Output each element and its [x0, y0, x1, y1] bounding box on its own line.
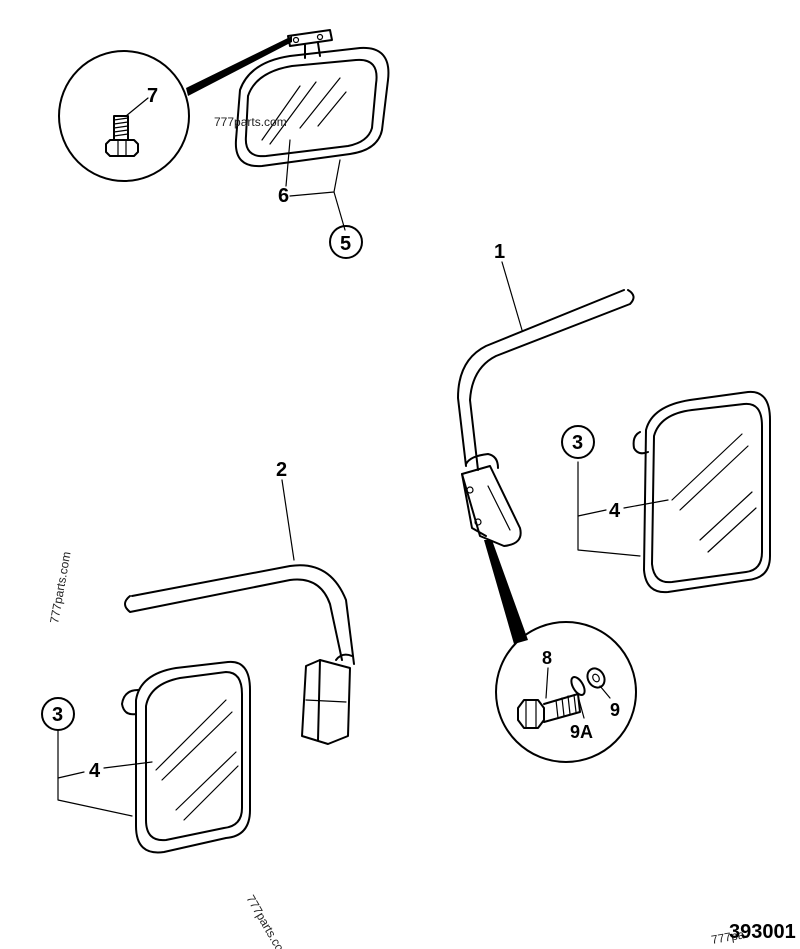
callout-6: 6 — [278, 185, 289, 207]
right-mirror — [577, 390, 771, 594]
watermark-left: 777parts.com — [47, 550, 73, 624]
watermark-top: 777parts.com — [214, 115, 287, 129]
top-detail-pointer — [186, 36, 292, 96]
top-mirror-assembly — [186, 29, 390, 231]
callout-3-left: 3 — [52, 704, 63, 726]
callout-1: 1 — [494, 241, 505, 263]
callout-9a: 9A — [570, 722, 593, 742]
right-arm-clamp — [461, 465, 522, 547]
left-arm-clamp — [301, 659, 351, 745]
right-mirror-glass — [651, 402, 763, 584]
right-mirror-housing — [643, 390, 771, 594]
callout-8: 8 — [542, 648, 552, 668]
callout-7: 7 — [147, 85, 158, 107]
callout-4-left: 4 — [89, 760, 101, 782]
callout-4-right: 4 — [609, 500, 621, 522]
callout-3-right-circle: 3 — [561, 425, 595, 459]
callout-5: 5 — [340, 233, 351, 255]
watermark-bottom: 777parts.com — [243, 893, 291, 949]
right-detail-pointer — [484, 540, 528, 644]
bolt-detail-circle — [58, 50, 190, 182]
watermark-corner: 777pa — [710, 927, 746, 947]
top-mirror-glass — [244, 58, 378, 158]
callout-3-right: 3 — [572, 432, 583, 454]
callout-2: 2 — [276, 459, 287, 481]
callout-3-left-circle: 3 — [41, 697, 75, 731]
left-mirror-housing — [135, 660, 251, 854]
left-mirror-glass — [145, 671, 243, 842]
left-mirror-arm — [124, 479, 355, 745]
callout-5-circle: 5 — [329, 225, 363, 259]
drawing-number: 393001 — [729, 921, 796, 943]
left-mirror — [57, 660, 251, 854]
fastener-detail-circle — [495, 621, 637, 763]
right-mirror-arm — [457, 261, 635, 644]
callout-9: 9 — [610, 700, 620, 720]
top-mirror-housing — [234, 46, 390, 168]
